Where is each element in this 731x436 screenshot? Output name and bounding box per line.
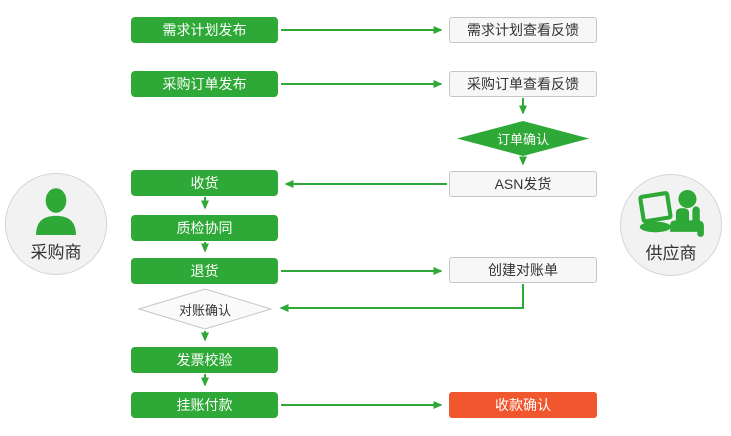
node-demand-plan-feedback: 需求计划查看反馈 (449, 17, 597, 43)
diamond-shape (457, 121, 589, 156)
node-book-payment: 挂账付款 (131, 392, 278, 418)
node-payment-confirm: 收款确认 (449, 392, 597, 418)
node-receive: 收货 (131, 170, 278, 196)
diamond-order-confirm: 订单确认 (457, 121, 589, 156)
node-po-publish: 采购订单发布 (131, 71, 278, 97)
node-invoice-verify: 发票校验 (131, 347, 278, 373)
node-quality-collab: 质检协同 (131, 215, 278, 241)
actor-buyer: 采购商 (5, 173, 107, 275)
node-po-feedback: 采购订单查看反馈 (449, 71, 597, 97)
actor-supplier-label: 供应商 (645, 244, 697, 263)
diamond-statement-confirm-label: 对账确认 (178, 302, 231, 318)
actor-buyer-label: 采购商 (30, 243, 82, 262)
node-asn-ship: ASN发货 (449, 171, 597, 197)
node-demand-plan-publish: 需求计划发布 (131, 17, 278, 43)
diamond-shape (138, 288, 272, 330)
diamond-order-confirm-label: 订单确认 (496, 132, 549, 147)
arrow-statement-to-confirm (279, 284, 524, 312)
supplier-computer-icon (638, 189, 704, 237)
diamond-statement-confirm: 对账确认 (138, 288, 272, 330)
node-create-statement: 创建对账单 (449, 257, 597, 283)
actor-supplier: 供应商 (620, 174, 722, 276)
node-return-goods: 退货 (131, 258, 278, 284)
buyer-person-icon (36, 188, 76, 235)
